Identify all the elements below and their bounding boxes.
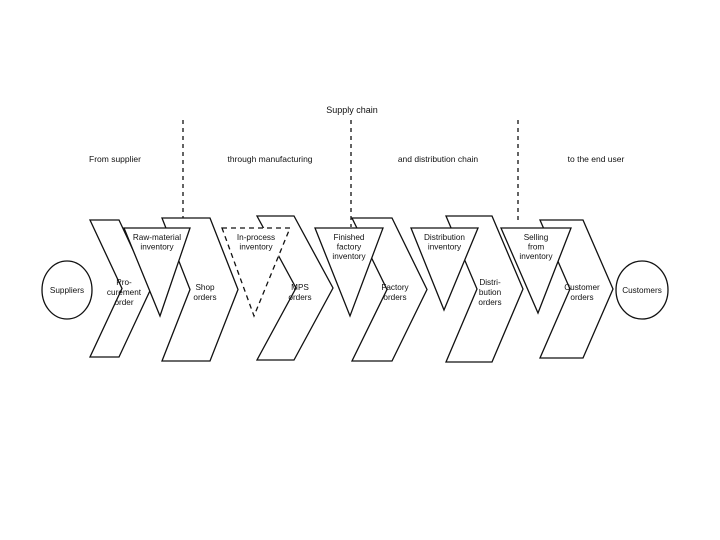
inventory-triangle (221, 227, 291, 318)
order-label-line: Factory (381, 283, 409, 292)
order-chevron (255, 215, 334, 361)
stage-label: and distribution chain (398, 154, 479, 164)
order-label-line: orders (478, 298, 501, 307)
inventory-label-line: Distribution (424, 233, 465, 242)
inventory-label-line: inventory (239, 243, 273, 252)
order-label-line: orders (193, 293, 216, 302)
stage-labels: From supplier through manufacturing and di… (89, 154, 625, 164)
stage-label: through manufacturing (227, 154, 312, 164)
customers-oval (615, 260, 669, 320)
inventory-label-line: inventory (332, 252, 366, 261)
inventory-label-line: inventory (519, 252, 553, 261)
order-label-line: bution (479, 288, 502, 297)
order-label-line: Distri- (479, 278, 501, 287)
order-label-line: Customer (564, 283, 600, 292)
stage-label: From supplier (89, 154, 141, 164)
inventory-triangle (123, 227, 191, 318)
customers-label: Customers (622, 286, 662, 295)
stage-label: to the end user (568, 154, 625, 164)
inventory-label-line: from (528, 243, 545, 252)
diagram-title: Supply chain (326, 105, 378, 115)
inventory-label-line: Finished (334, 233, 365, 242)
suppliers-oval (41, 260, 93, 320)
order-label-line: order (114, 298, 133, 307)
inventory-label-line: Raw-material (133, 233, 181, 242)
order-chevron (88, 219, 152, 358)
order-label-line: orders (570, 293, 593, 302)
inventory-label-line: factory (337, 243, 362, 252)
order-label-line: curement (107, 288, 142, 297)
inventory-label-line: inventory (428, 243, 462, 252)
inventory-triangle (410, 227, 479, 312)
order-label-line: orders (288, 293, 311, 302)
endpoint-ovals: Suppliers Customers (41, 260, 669, 320)
inventory-label-line: inventory (140, 243, 174, 252)
order-label-line: orders (383, 293, 406, 302)
inventory-label-line: Selling (524, 233, 549, 242)
order-label-line: MPS (291, 283, 309, 292)
stage-dividers (182, 120, 519, 232)
order-label-line: Pro- (116, 278, 132, 287)
suppliers-label: Suppliers (50, 286, 84, 295)
inventory-triangle (500, 227, 572, 315)
inventory-triangle (314, 227, 384, 318)
inventory-label-line: In-process (237, 233, 275, 242)
order-label-line: Shop (195, 283, 215, 292)
